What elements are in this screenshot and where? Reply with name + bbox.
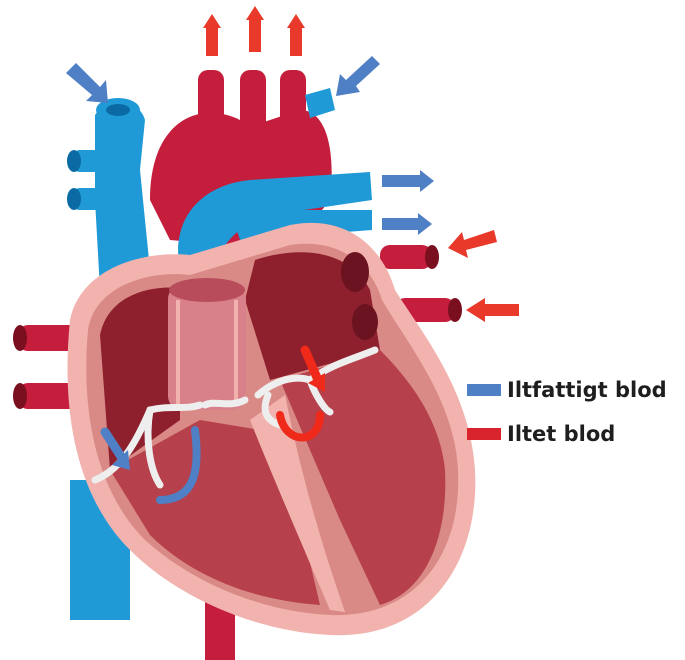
legend: Iltfattigt blod Iltet blod	[467, 377, 667, 447]
up-arrows	[203, 6, 305, 56]
legend-label-deoxygenated: Iltfattigt blod	[507, 377, 667, 403]
legend-swatch-blue	[467, 384, 501, 396]
legend-item-oxygenated: Iltet blod	[467, 421, 667, 447]
legend-label-oxygenated: Iltet blod	[507, 421, 615, 447]
legend-swatch-red	[467, 428, 501, 440]
legend-item-deoxygenated: Iltfattigt blod	[467, 377, 667, 403]
aortic-root	[168, 278, 246, 410]
